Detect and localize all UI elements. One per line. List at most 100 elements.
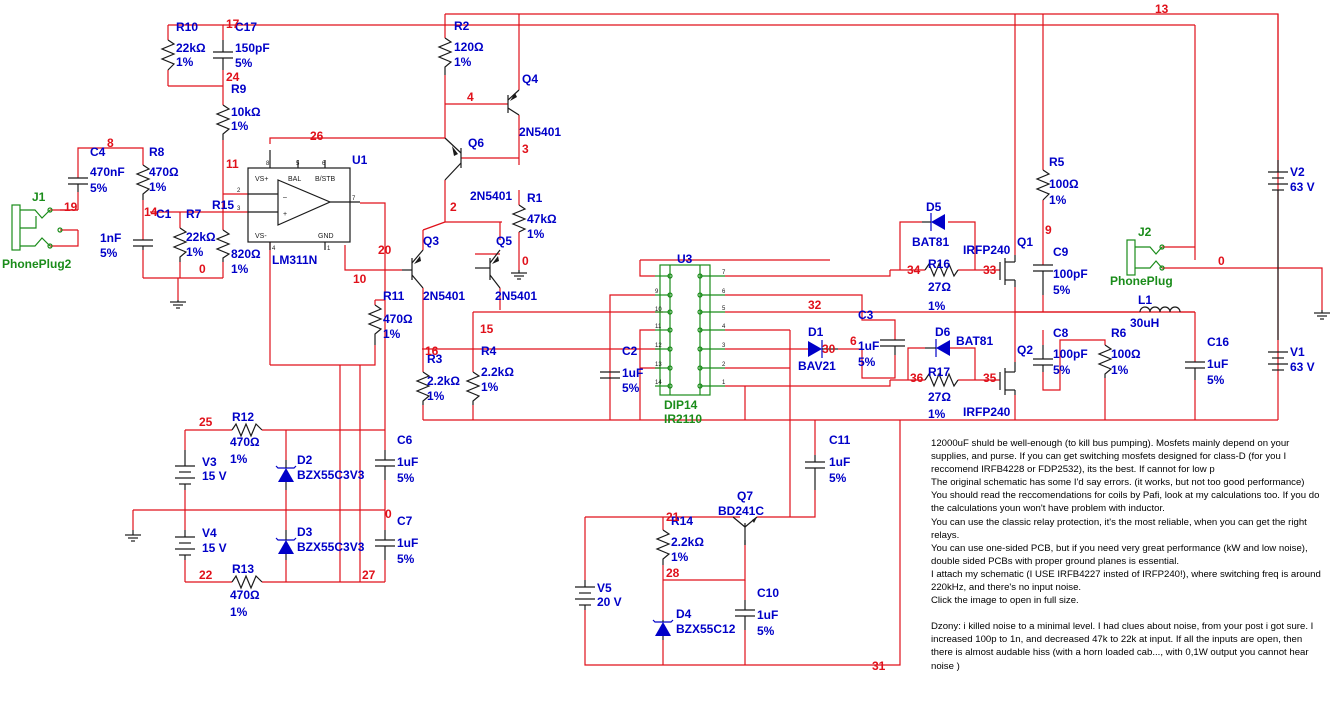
q7-ref: Q7 [737, 489, 753, 503]
r13-tol: 1% [230, 605, 248, 619]
d1-ref: D1 [808, 325, 824, 339]
c3-value: 1uF [858, 339, 879, 353]
inductor-l1: L1 30uH [1130, 293, 1181, 330]
resistor-r2: R2 120Ω 1% [437, 19, 484, 75]
v4-value: 15 V [202, 541, 227, 555]
u3-pin10: 10 [655, 307, 662, 313]
q7-part: BD241C [718, 504, 764, 518]
c16-tol: 5% [1207, 373, 1225, 387]
u1-minus-sign: – [283, 194, 287, 201]
j1-ref: J1 [32, 190, 46, 204]
v2-ref: V2 [1290, 165, 1305, 179]
u1-vsminus-label: VS- [255, 233, 267, 240]
net-25: 25 [199, 415, 213, 429]
c6-tol: 5% [397, 471, 415, 485]
c10-ref: C10 [757, 586, 779, 600]
c7-tol: 5% [397, 552, 415, 566]
u3-pin11: 11 [655, 324, 662, 330]
net-10: 10 [353, 272, 367, 286]
q1-part: IRFP240 [963, 243, 1011, 257]
q4-part: 2N5401 [519, 125, 561, 139]
mosfet-q1: Q1 IRFP240 [963, 235, 1033, 287]
q4-ref: Q4 [522, 72, 538, 86]
d2-part: BZX55C3V3 [297, 468, 365, 482]
net-20: 20 [378, 243, 392, 257]
capacitor-c1: C1 1nF 5% [100, 207, 172, 260]
j1-part: PhonePlug2 [2, 257, 72, 271]
net-27: 27 [362, 568, 376, 582]
c6-value: 1uF [397, 455, 418, 469]
diode-d6: D6 BAT81 [925, 325, 993, 357]
mosfet-q2: Q2 IRFP240 [963, 343, 1033, 419]
u3-part: IR2110 [664, 412, 702, 426]
u1-pin8: 8 [266, 161, 270, 167]
r10-ref: R10 [176, 20, 198, 34]
resistor-r15: R15 820Ω 1% [212, 198, 261, 276]
d5-ref: D5 [926, 200, 942, 214]
r6-value: 100Ω [1111, 347, 1141, 361]
resistor-r9: R9 10kΩ 1% [215, 82, 261, 140]
battery-v2: V2 63 V [1268, 160, 1315, 340]
capacitor-c4: C4 470nF 5% [68, 145, 125, 195]
c3-ref: C3 [858, 308, 874, 322]
c16-ref: C16 [1207, 335, 1229, 349]
u1-ref: U1 [352, 153, 368, 167]
net-31: 31 [872, 659, 886, 673]
c1-ref: C1 [156, 207, 172, 221]
net-9: 9 [1045, 223, 1052, 237]
note-link[interactable]: Click the image to open in full size. [931, 595, 1079, 607]
note-paragraph: Dzony: i killed noise to a minimal level… [931, 621, 1314, 672]
capacitor-c3: C3 1uF 5% [858, 308, 905, 369]
r13-ref: R13 [232, 562, 254, 576]
u3-ref: U3 [677, 252, 693, 266]
resistor-r1: R1 47kΩ 1% [511, 191, 557, 241]
r9-value: 10kΩ [231, 105, 261, 119]
u3-pin5: 5 [722, 306, 726, 312]
net-26: 26 [310, 129, 324, 143]
note-paragraph: You can use one-sided PCB, but if you ne… [931, 542, 1308, 567]
r11-value: 470Ω [383, 312, 413, 326]
q1-ref: Q1 [1017, 235, 1033, 249]
r14-value: 2.2kΩ [671, 535, 704, 549]
comparator-u1: VS+ BAL B/STB VS- GND – + 2 3 8 5 6 7 4 … [237, 150, 368, 267]
r8-ref: R8 [149, 145, 165, 159]
driver-u3: 7 6 5 4 3 2 1 10 9 11 12 13 14 U3 DIP14 … [655, 252, 726, 426]
c9-tol: 5% [1053, 283, 1071, 297]
net-35: 35 [983, 371, 997, 385]
u3-pin2: 2 [722, 362, 726, 368]
note-paragraph: I attach my schematic (I USE IRFB4227 in… [931, 568, 1321, 594]
v5-value: 20 V [597, 595, 622, 609]
battery-v1: V1 63 V [1268, 345, 1315, 374]
u1-pin5: 5 [296, 161, 300, 167]
r10-tol: 1% [176, 55, 194, 69]
c17-ref: C17 [235, 20, 257, 34]
d1-part: BAV21 [798, 359, 836, 373]
c3-tol: 5% [858, 355, 876, 369]
d6-part: BAT81 [956, 334, 993, 348]
net-0a: 0 [199, 262, 206, 276]
c2-ref: C2 [622, 344, 638, 358]
c8-tol: 5% [1053, 363, 1071, 377]
r1-value: 47kΩ [527, 212, 557, 226]
r6-ref: R6 [1111, 326, 1127, 340]
q2-part: IRFP240 [963, 405, 1011, 419]
r1-tol: 1% [527, 227, 545, 241]
q5-ref: Q5 [496, 234, 512, 248]
resistor-r16: R16 27Ω 1% [924, 257, 959, 313]
c16-value: 1uF [1207, 357, 1228, 371]
net-17: 17 [226, 17, 240, 31]
d4-part: BZX55C12 [676, 622, 736, 636]
net-33: 33 [983, 263, 997, 277]
net-6: 6 [850, 334, 857, 348]
d4-ref: D4 [676, 607, 692, 621]
transistor-q5: Q5 2N5401 [475, 234, 537, 303]
r2-ref: R2 [454, 19, 470, 33]
net-0c: 0 [1218, 254, 1225, 268]
transistor-q7: Q7 BD241C [718, 489, 764, 545]
zener-d3: D3 BZX55C3V3 [275, 525, 365, 560]
net-0d: 0 [385, 507, 392, 521]
ground-icon [511, 270, 527, 280]
v3-ref: V3 [202, 455, 217, 469]
r13-value: 470Ω [230, 588, 260, 602]
